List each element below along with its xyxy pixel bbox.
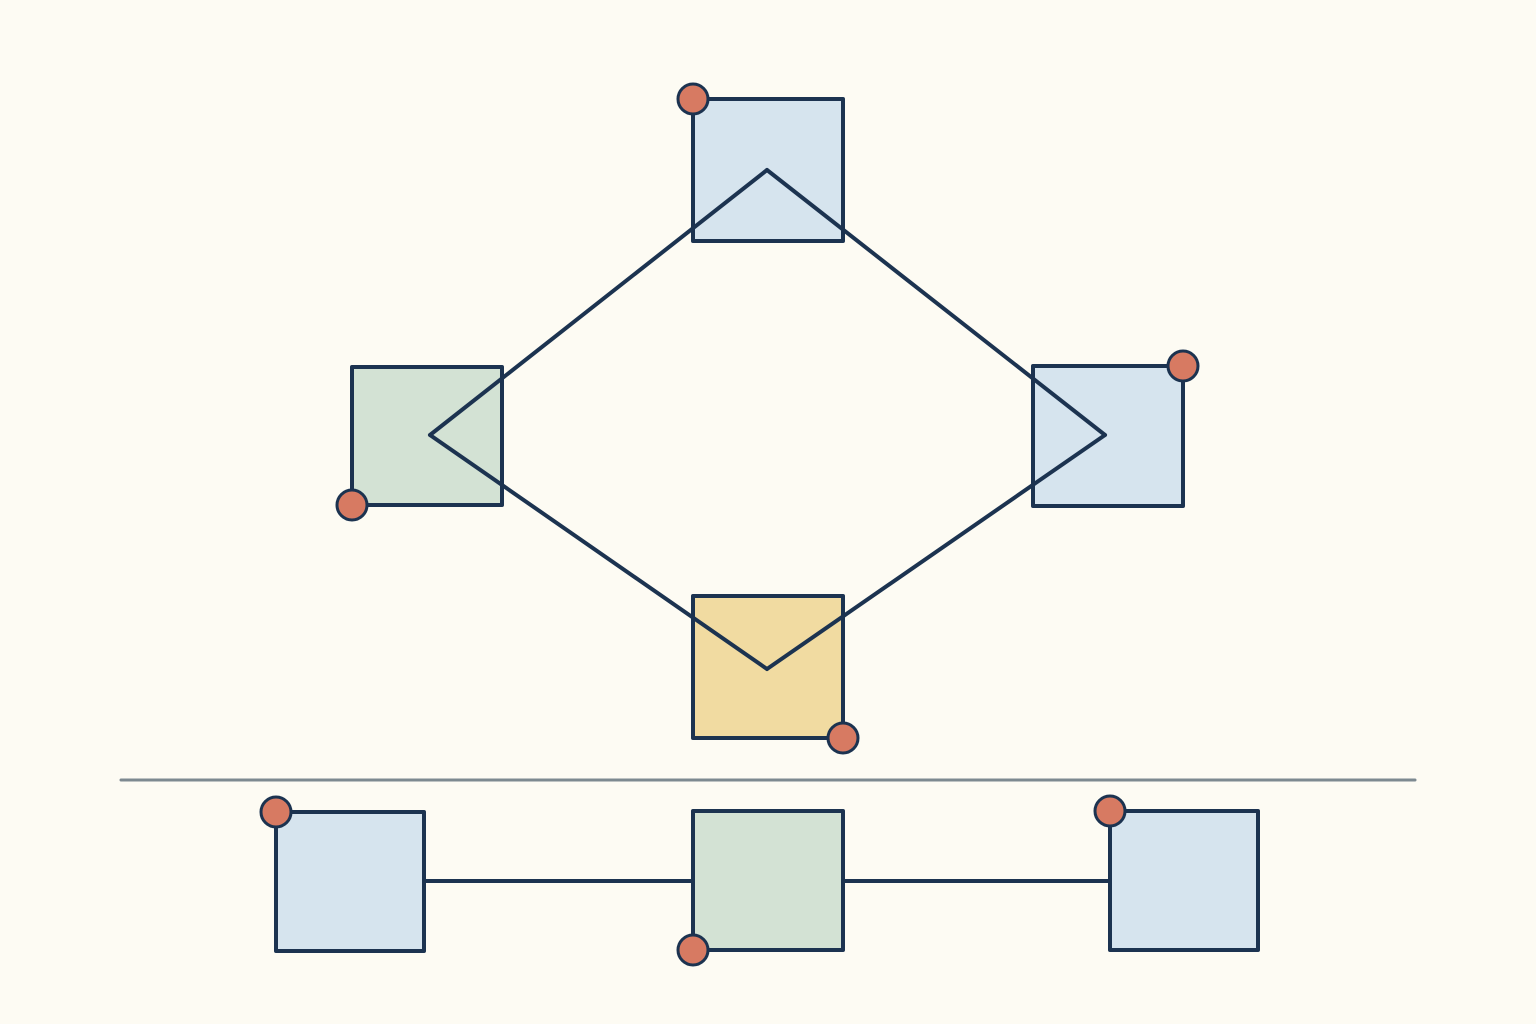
row-diagram [259,794,1260,967]
handle-row-right[interactable] [1093,794,1127,828]
node-row-right[interactable] [1108,809,1260,952]
handle-right[interactable] [1166,349,1200,383]
diamond-diagram [335,82,1200,755]
handle-row-left[interactable] [259,795,293,829]
node-row-left[interactable] [274,810,426,953]
edge-top-right [765,168,1107,437]
edge-top-left [428,168,769,437]
handle-top[interactable] [676,82,710,116]
handle-left[interactable] [335,488,369,522]
node-right[interactable] [1031,364,1185,508]
edge-left-bottom [428,433,769,671]
handle-row-middle[interactable] [676,933,710,967]
node-row-middle[interactable] [691,809,845,952]
edge-right-bottom [765,433,1107,671]
handle-bottom[interactable] [826,721,860,755]
node-left[interactable] [350,365,504,507]
diamond-edges [428,168,1107,671]
